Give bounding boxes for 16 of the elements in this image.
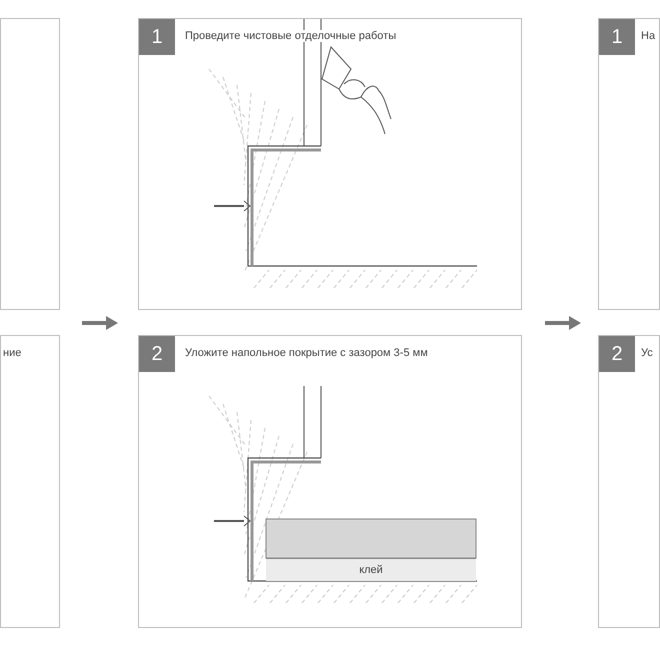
step-title: Уложите напольное покрытие с зазором 3-5 мм [185,347,428,359]
step-panel [598,18,660,310]
step-title: Проведите чистовые отделочные работы [185,30,396,42]
step-panel [138,335,522,628]
step-title: Ус [641,347,653,359]
step-number: 2 [599,336,635,372]
step-number: 1 [139,19,175,55]
step-number: 1 [599,19,635,55]
step-panel [598,335,660,628]
step-panel [0,18,60,310]
step-title: ние [3,347,22,359]
step-title: На [641,30,656,42]
step-panel [0,335,60,628]
step-number: 2 [139,336,175,372]
step-panel [138,18,522,310]
glue-layer: клей [266,558,476,582]
